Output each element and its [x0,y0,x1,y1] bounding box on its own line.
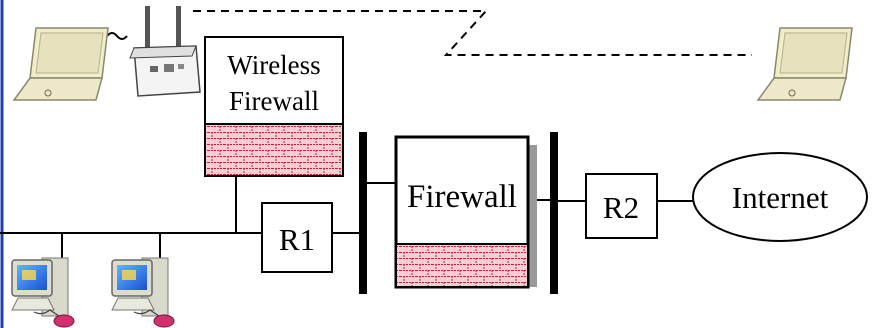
laptop-icon [12,27,109,101]
internet-cloud: Internet [692,152,868,242]
r1-label: R1 [279,222,315,257]
wireless-firewall-box: Wireless Firewall [204,36,344,177]
router-r1: R1 [261,202,333,273]
firewall-right-bar [550,132,558,294]
firewall-box: Firewall [394,135,537,289]
wireless-firewall-label-line2: Firewall [229,86,319,116]
brick-wall-icon [206,124,342,175]
wireless-link-dashed [193,10,752,56]
router-r2: R2 [585,173,658,239]
wireless-signal-icon [106,32,128,40]
wireless-access-point-icon [129,6,201,97]
wireless-firewall-label-line1: Wireless [227,50,320,80]
laptop-icon [756,27,853,101]
firewall-shadow [527,145,537,287]
r2-label: R2 [603,190,639,225]
firewall-left-bar [359,132,367,294]
desktop-computer-icon [111,257,175,328]
desktop-computer-icon [11,257,75,328]
firewall-label: Firewall [407,179,517,215]
internet-label: Internet [732,180,829,215]
brick-wall-icon [397,244,527,286]
